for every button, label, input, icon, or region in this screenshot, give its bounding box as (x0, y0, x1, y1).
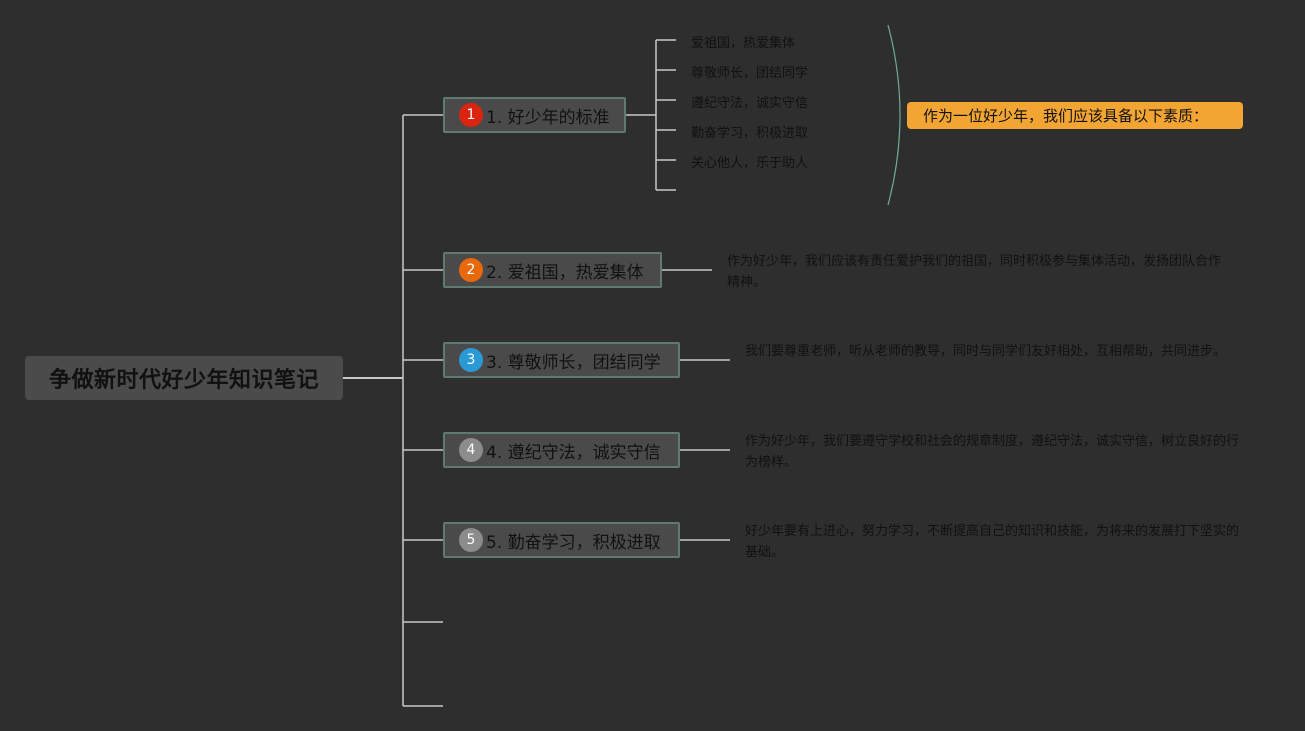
branch-label: 4. 遵纪守法，诚实守信 (486, 442, 661, 463)
priority-2-icon: 2 (459, 258, 483, 282)
branch-label: 5. 勤奋学习，积极进取 (486, 532, 661, 553)
branch-label: 2. 爱祖国，热爱集体 (486, 262, 644, 283)
priority-3-icon: 3 (459, 348, 483, 372)
priority-1-icon: 1 (459, 103, 483, 127)
summary-topic[interactable]: 作为一位好少年，我们应该具备以下素质： (907, 102, 1243, 129)
subtopic-standard[interactable]: 关心他人，乐于助人 (691, 156, 809, 171)
description-text[interactable]: 作为好少年，我们应该有责任爱护我们的祖国，同时积极参与集体活动，发扬团队合作精神… (727, 254, 1222, 290)
branch-topic-law[interactable]: 4 4. 遵纪守法，诚实守信 (443, 432, 680, 468)
subtopic-standard[interactable]: 尊敬师长，团结同学 (691, 66, 809, 81)
branch-label: 3. 尊敬师长，团结同学 (486, 352, 661, 373)
root-topic[interactable]: 争做新时代好少年知识笔记 (25, 356, 343, 400)
subtopic-standard[interactable]: 爱祖国，热爱集体 (691, 36, 796, 51)
summary-label: 作为一位好少年，我们应该具备以下素质： (923, 107, 1209, 125)
description-text[interactable]: 我们要尊重老师，听从老师的教导，同时与同学们友好相处，互相帮助，共同进步。 (745, 344, 1227, 359)
branch-label: 1. 好少年的标准 (486, 107, 610, 128)
subtopic-standard[interactable]: 遵纪守法，诚实守信 (691, 96, 809, 111)
branch-topic-respect[interactable]: 3 3. 尊敬师长，团结同学 (443, 342, 680, 378)
priority-4-icon: 4 (459, 438, 483, 462)
branch-topic-standards[interactable]: 1 1. 好少年的标准 (443, 97, 626, 133)
subtopic-standard[interactable]: 勤奋学习，积极进取 (691, 126, 809, 141)
branch-topic-diligence[interactable]: 5 5. 勤奋学习，积极进取 (443, 522, 680, 558)
root-topic-label: 争做新时代好少年知识笔记 (48, 368, 319, 393)
branch-topic-patriotism[interactable]: 2 2. 爱祖国，热爱集体 (443, 252, 662, 288)
description-text[interactable]: 作为好少年，我们要遵守学校和社会的规章制度，遵纪守法，诚实守信，树立良好的行为榜… (745, 434, 1240, 470)
description-text[interactable]: 好少年要有上进心，努力学习，不断提高自己的知识和技能，为将来的发展打下坚实的基础… (745, 524, 1240, 560)
priority-5-icon: 5 (459, 528, 483, 552)
